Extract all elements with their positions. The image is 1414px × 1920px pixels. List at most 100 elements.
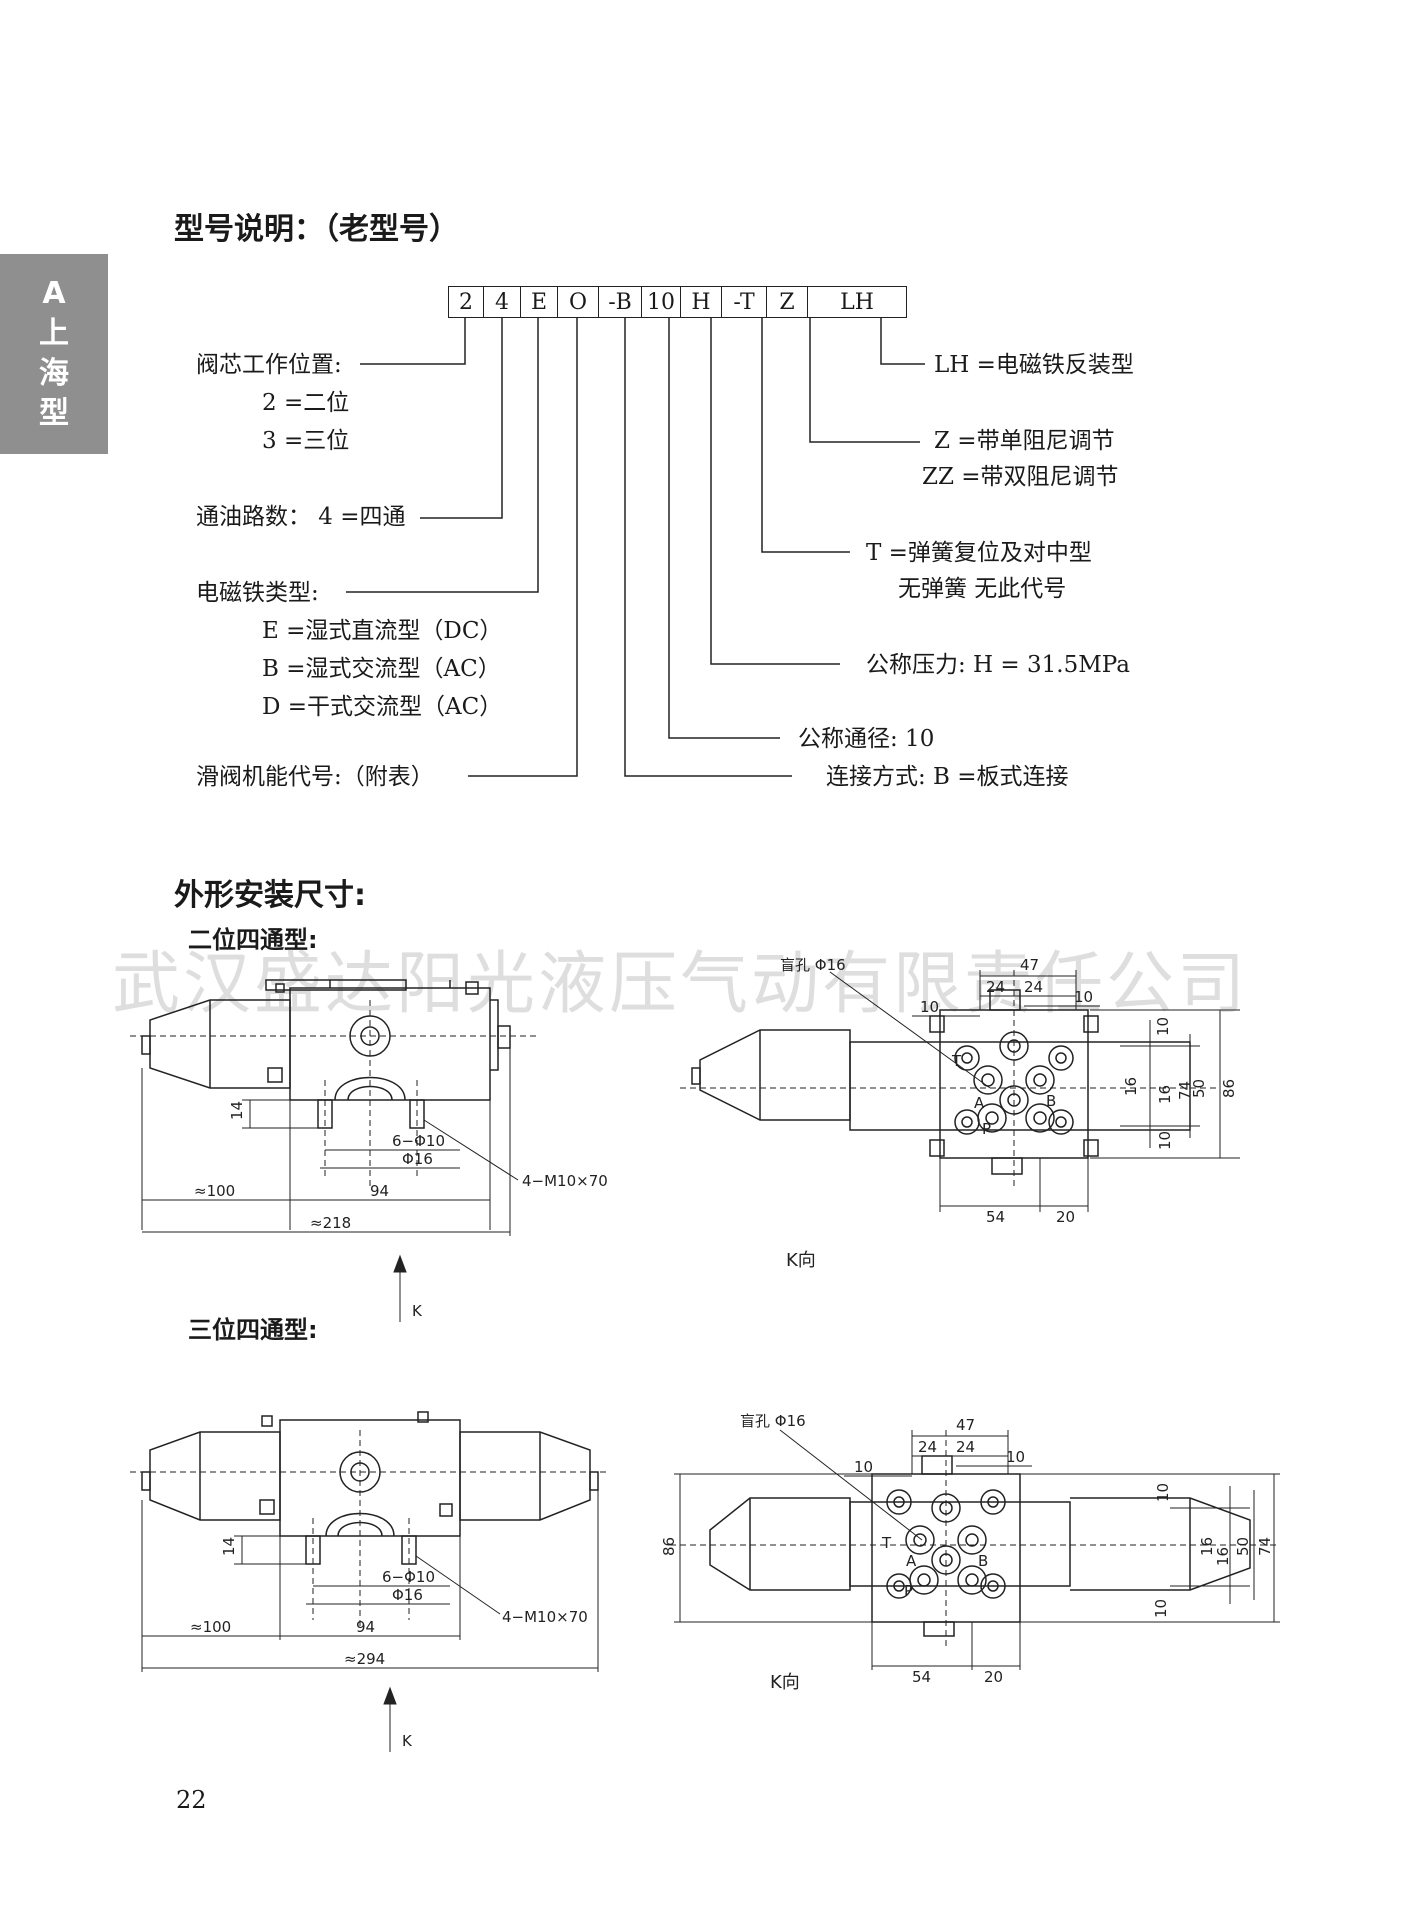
k-view-label: K向 [770,1672,800,1693]
dim-bolt: 4−M10×70 [522,1172,608,1190]
blind-hole-label: 盲孔 Φ16 [780,956,846,974]
dim-phi16: Φ16 [402,1150,433,1168]
two-position-title: 二位四通型: [188,926,318,954]
dim-94: 94 [370,1182,389,1200]
code-cell: -T [722,287,767,317]
two-position-k-view: 盲孔 Φ16 47 24 24 10 10 10 16 16 50 74 86 … [680,956,1240,1271]
side-tab-letter: A [42,276,66,311]
label-spool-position: 阀芯工作位置: [196,352,342,378]
dim-20: 20 [1056,1208,1075,1226]
watermark: 武汉盛达阳光液压气动有限责任公司 [112,945,1249,1024]
label-magnet-type: 电磁铁类型: [196,580,319,606]
dim-phi10: 6−Φ10 [382,1568,435,1586]
label-z: Z =带单阻尼调节 [934,428,1115,454]
model-description-title: 型号说明：（老型号） [174,212,459,247]
model-code-leaders [0,0,1414,800]
dim-54: 54 [986,1208,1005,1226]
model-code-box: 2 4 E O -B 10 H -T Z LH [448,286,907,318]
three-position-side-view: 14 6−Φ10 Φ16 4−M10×70 ≈100 94 ≈294 K [130,1400,610,1770]
dim-14: 14 [228,1101,246,1120]
label-pressure: 公称压力: H = 31.5MPa [866,652,1130,678]
dim-10b: 10 [1006,1448,1025,1466]
label-spool-function: 滑阀机能代号:（附表） [196,764,434,790]
port-label-p: P [982,1120,991,1138]
dim-bolt: 4−M10×70 [502,1608,588,1626]
label-magnet-e: E =湿式直流型（DC） [262,618,503,644]
blind-hole-label: 盲孔 Φ16 [740,1412,806,1430]
code-cell: O [558,287,599,317]
dim-24b: 24 [956,1438,975,1456]
code-cell: E [521,287,558,317]
label-connection: 连接方式: B =板式连接 [826,764,1069,790]
k-arrow-label: K [402,1732,413,1750]
port-label-a: A [906,1552,917,1570]
dim-74: 74 [1256,1537,1274,1556]
label-t: T =弹簧复位及对中型 [866,540,1092,566]
dim-24a: 24 [986,978,1005,996]
label-ports: 通油路数： 4 =四通 [196,504,406,530]
label-pos3: 3 =三位 [262,428,350,454]
code-cell: LH [840,289,874,315]
dim-74: 74 [1176,1081,1194,1100]
dim-10b: 10 [1074,988,1093,1006]
label-lh: LH =电磁铁反装型 [934,352,1134,378]
port-label-b: B [1046,1092,1056,1110]
dim-16a: 16 [1198,1537,1216,1556]
side-tab: A 上 海 型 [0,254,108,454]
dim-50: 50 [1234,1537,1252,1556]
page-number: 22 [176,1786,207,1814]
label-pos2: 2 =二位 [262,390,350,416]
dimensions-title: 外形安装尺寸: [174,878,366,913]
dim-10c: 10 [1154,1017,1172,1036]
dim-24a: 24 [918,1438,937,1456]
dim-50: 50 [1190,1079,1208,1098]
label-magnet-d: D =干式交流型（AC） [262,694,503,720]
dim-10a: 10 [854,1458,873,1476]
port-label-b: B [978,1552,988,1570]
dim-16b: 16 [1214,1547,1232,1566]
side-tab-char: 海 [39,356,69,391]
dim-phi10: 6−Φ10 [392,1132,445,1150]
dim-10c: 10 [1154,1483,1172,1502]
dim-10d: 10 [1152,1599,1170,1618]
three-position-title: 三位四通型: [188,1316,318,1344]
code-cell: 2 [449,287,484,317]
label-zz: ZZ =带双阻尼调节 [922,464,1119,490]
dim-218: ≈218 [310,1214,351,1232]
dim-100: ≈100 [194,1182,235,1200]
label-diameter: 公称通径: 10 [798,726,935,752]
port-label-p: P [904,1582,913,1600]
dim-86: 86 [660,1537,678,1556]
k-view-label: K向 [786,1250,816,1271]
dim-100: ≈100 [190,1618,231,1636]
dim-16b: 16 [1156,1085,1174,1104]
dim-94: 94 [356,1618,375,1636]
dim-10a: 10 [920,998,939,1016]
label-magnet-b: B =湿式交流型（AC） [262,656,501,682]
port-label-a: A [974,1094,985,1112]
dim-14: 14 [220,1537,238,1556]
dim-phi16: Φ16 [392,1586,423,1604]
dim-47: 47 [956,1416,975,1434]
code-cell: H [681,287,722,317]
dim-47: 47 [1020,956,1039,974]
dim-86: 86 [1220,1079,1238,1098]
label-t-none: 无弹簧 无此代号 [898,576,1067,602]
port-label-t: T [881,1534,892,1552]
port-label-t: T [951,1052,962,1070]
dim-16a: 16 [1122,1077,1140,1096]
side-tab-char: 型 [39,396,69,431]
code-cell: 10 [642,287,681,317]
dim-10d: 10 [1156,1131,1174,1150]
k-arrow-label: K [412,1302,423,1320]
dim-20: 20 [984,1668,1003,1686]
dim-294: ≈294 [344,1650,385,1668]
code-cell: -B [599,287,642,317]
side-tab-char: 上 [39,316,69,351]
three-position-k-view: 盲孔 Φ16 47 24 24 10 10 10 16 16 50 74 86 … [660,1412,1290,1693]
dim-24b: 24 [1024,978,1043,996]
dim-54: 54 [912,1668,931,1686]
code-cell: Z [767,287,808,317]
code-cell: 4 [484,287,521,317]
two-position-side-view: 14 6−Φ10 Φ16 4−M10×70 ≈100 94 ≈218 K [130,960,608,1330]
